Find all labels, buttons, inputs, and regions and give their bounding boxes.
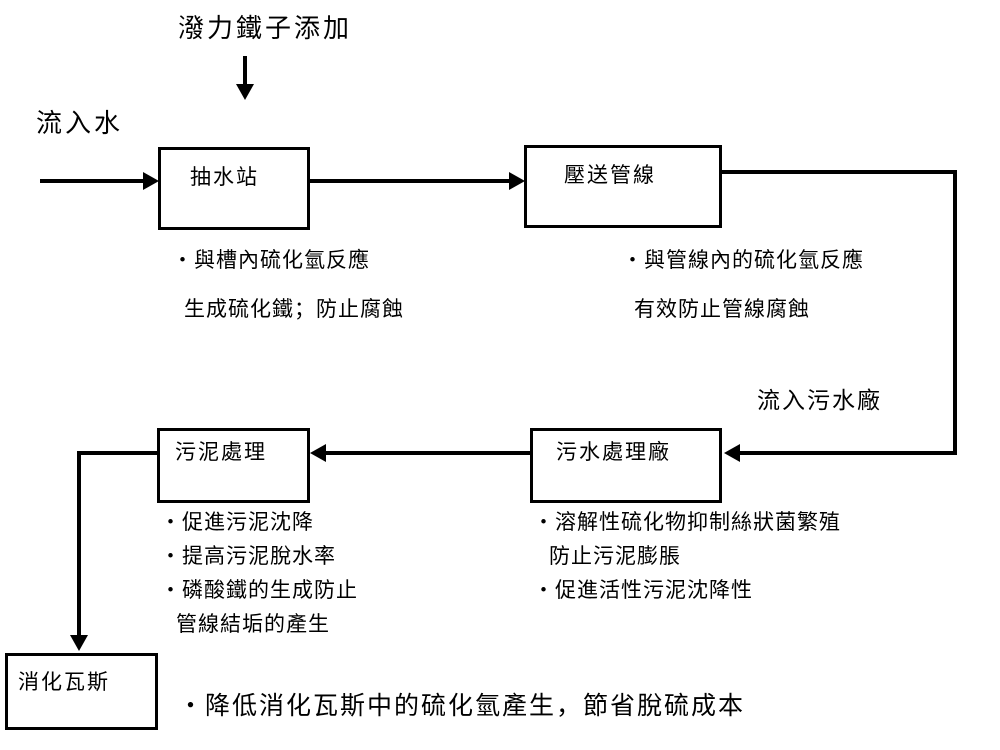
node-digestion-gas[interactable] — [5, 653, 158, 730]
note-sludge-treatment-line-4: 管線結垢的產生 — [176, 612, 330, 636]
note-sludge-treatment-line-2: ‧提高污泥脫水率 — [160, 544, 336, 568]
plant-to-sludge-arrow-shaft — [325, 451, 530, 455]
note-sludge-treatment-line-1: ‧促進污泥沈降 — [160, 510, 314, 534]
pipeline-to-plant-arrow-head — [724, 444, 740, 462]
node-pressure-pipeline[interactable] — [524, 145, 722, 228]
node-pressure-pipeline-label: 壓送管線 — [564, 163, 656, 187]
inflow-label: 流入水 — [36, 109, 124, 139]
sludge-to-gas-horizontal-segment — [77, 451, 159, 455]
dosing-arrow-shaft — [243, 56, 247, 86]
note-pressure-pipeline-line-1: ‧與管線內的硫化氫反應 — [622, 248, 864, 272]
note-sludge-treatment: ‧促進污泥沈降 ‧提高污泥脫水率 ‧磷酸鐵的生成防止 管線結垢的產生 — [160, 512, 358, 635]
node-wastewater-plant[interactable] — [530, 428, 722, 503]
node-pump-station[interactable] — [158, 147, 310, 230]
pipeline-to-plant-vertical-segment — [953, 170, 957, 453]
note-wastewater-plant: ‧溶解性硫化物抑制絲狀菌繁殖 防止污泥膨脹 ‧促進活性污泥沈降性 — [533, 512, 841, 601]
diagram-title: 潑力鐵子添加 — [178, 14, 353, 44]
note-sludge-treatment-line-3: ‧磷酸鐵的生成防止 — [160, 578, 358, 602]
node-sludge-treatment-label: 污泥處理 — [175, 440, 267, 464]
note-wastewater-plant-line-1: ‧溶解性硫化物抑制絲狀菌繁殖 — [533, 510, 841, 534]
node-sludge-treatment[interactable] — [157, 428, 310, 503]
pipeline-to-plant-top-segment — [722, 170, 957, 174]
note-pump-station: ‧與槽內硫化氫反應 生成硫化鐵；防止腐蝕 — [172, 250, 404, 320]
note-pressure-pipeline: ‧與管線內的硫化氫反應 有效防止管線腐蝕 — [622, 250, 864, 320]
plant-to-sludge-arrow-head — [310, 444, 326, 462]
node-digestion-gas-label: 消化瓦斯 — [18, 670, 110, 694]
note-pump-station-line-2: 生成硫化鐵；防止腐蝕 — [184, 297, 404, 321]
note-wastewater-plant-line-3: ‧促進活性污泥沈降性 — [533, 578, 753, 602]
sludge-to-gas-vertical-segment — [77, 451, 81, 637]
note-wastewater-plant-line-2: 防止污泥膨脹 — [549, 544, 681, 568]
node-wastewater-plant-label: 污水處理廠 — [556, 440, 671, 464]
midflow-label: 流入污水廠 — [757, 388, 882, 414]
dosing-arrow-head — [236, 84, 254, 100]
inflow-arrow-head — [143, 172, 159, 190]
sludge-to-gas-arrow-head — [70, 635, 88, 651]
pipeline-to-plant-bottom-segment — [740, 451, 957, 455]
pump-to-pipeline-arrow-head — [509, 172, 525, 190]
note-pressure-pipeline-line-2: 有效防止管線腐蝕 — [634, 297, 810, 321]
node-pump-station-label: 抽水站 — [190, 165, 259, 189]
pump-to-pipeline-arrow-shaft — [310, 179, 510, 183]
note-pump-station-line-1: ‧與槽內硫化氫反應 — [172, 248, 370, 272]
inflow-arrow-shaft — [40, 179, 144, 183]
bottom-note: ‧降低消化瓦斯中的硫化氫產生，節省脫硫成本 — [178, 691, 746, 720]
